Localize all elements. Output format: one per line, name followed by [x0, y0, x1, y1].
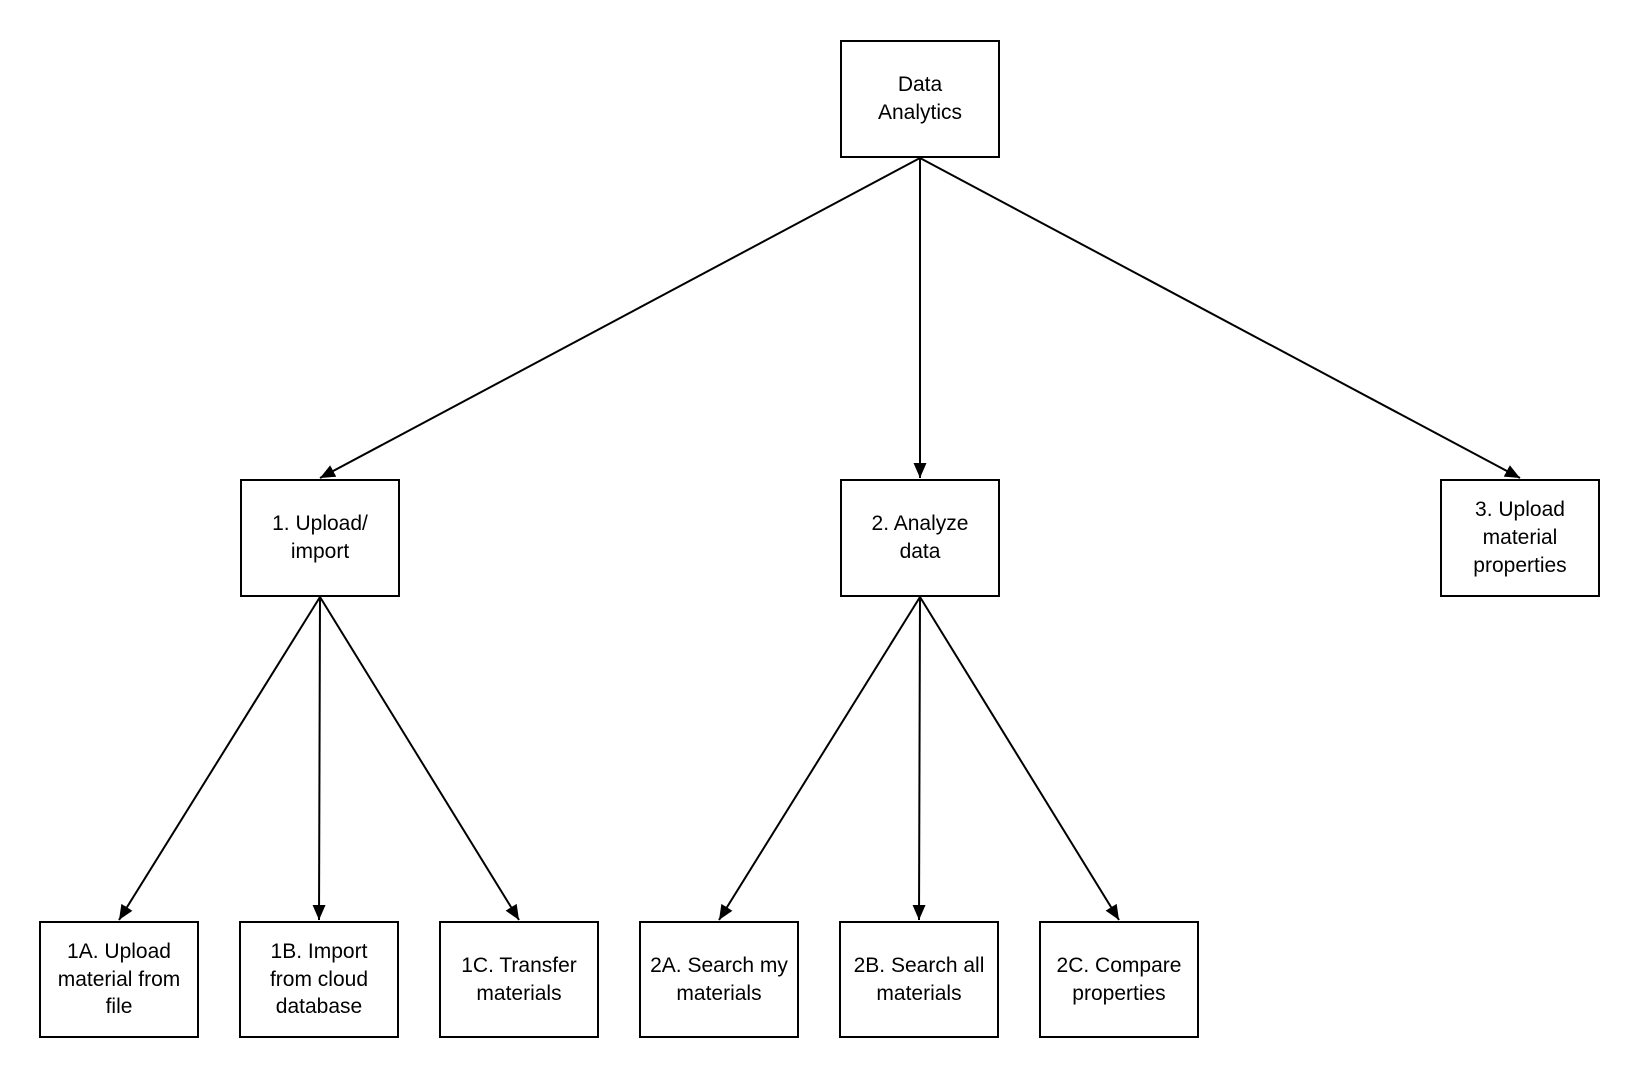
node-data-analytics: Data Analytics [840, 40, 1000, 158]
node-transfer-materials: 1C. Transfer materials [439, 921, 599, 1038]
node-compare-properties: 2C. Compare properties [1039, 921, 1199, 1038]
node-search-all-materials: 2B. Search all materials [839, 921, 999, 1038]
edge-root-to-n1 [319, 157, 921, 479]
edge-root-to-n3 [919, 157, 1521, 479]
edge-n1-to-n1a [118, 596, 321, 921]
edge-n2-to-n2b [912, 596, 926, 921]
edge-n1-to-n1b [312, 596, 326, 921]
node-import-from-cloud-database: 1B. Import from cloud database [239, 921, 399, 1038]
node-upload-import: 1. Upload/ import [240, 479, 400, 597]
node-upload-material-properties: 3. Upload material properties [1440, 479, 1600, 597]
node-search-my-materials: 2A. Search my materials [639, 921, 799, 1038]
edge-n1-to-n1c [319, 596, 520, 921]
edge-n2-to-n2c [919, 596, 1120, 921]
node-upload-material-from-file: 1A. Upload material from file [39, 921, 199, 1038]
node-analyze-data: 2. Analyze data [840, 479, 1000, 597]
edge-n2-to-n2a [718, 596, 921, 921]
